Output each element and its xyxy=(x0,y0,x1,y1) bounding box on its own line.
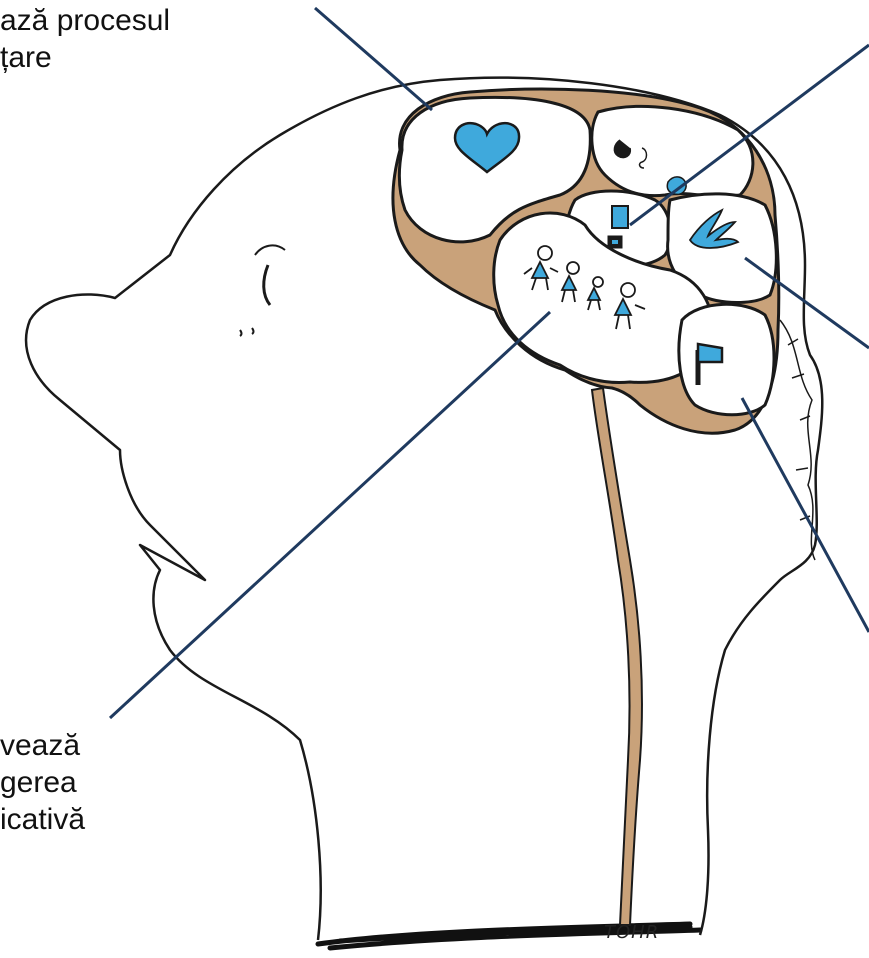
label-top-left-line-2: țare xyxy=(0,39,170,76)
label-bottom-left-line-2: gerea xyxy=(0,764,85,801)
label-top-left: ază procesul țare xyxy=(0,2,170,76)
artist-signature: TOHR xyxy=(604,922,659,943)
label-top-left-line-1: ază procesul xyxy=(0,2,170,39)
label-bottom-left-line-1: vează xyxy=(0,727,85,764)
eye-brow xyxy=(255,245,285,255)
lobe-flag xyxy=(679,304,774,414)
label-bottom-left: vează gerea icativă xyxy=(0,727,85,838)
eye xyxy=(264,265,270,305)
spinal-cord xyxy=(592,388,642,925)
leader-line-flag xyxy=(742,398,869,632)
leader-line-heart xyxy=(315,8,432,110)
nostril xyxy=(240,328,254,336)
leader-line-people xyxy=(110,312,550,718)
label-bottom-left-line-3: icativă xyxy=(0,801,85,838)
